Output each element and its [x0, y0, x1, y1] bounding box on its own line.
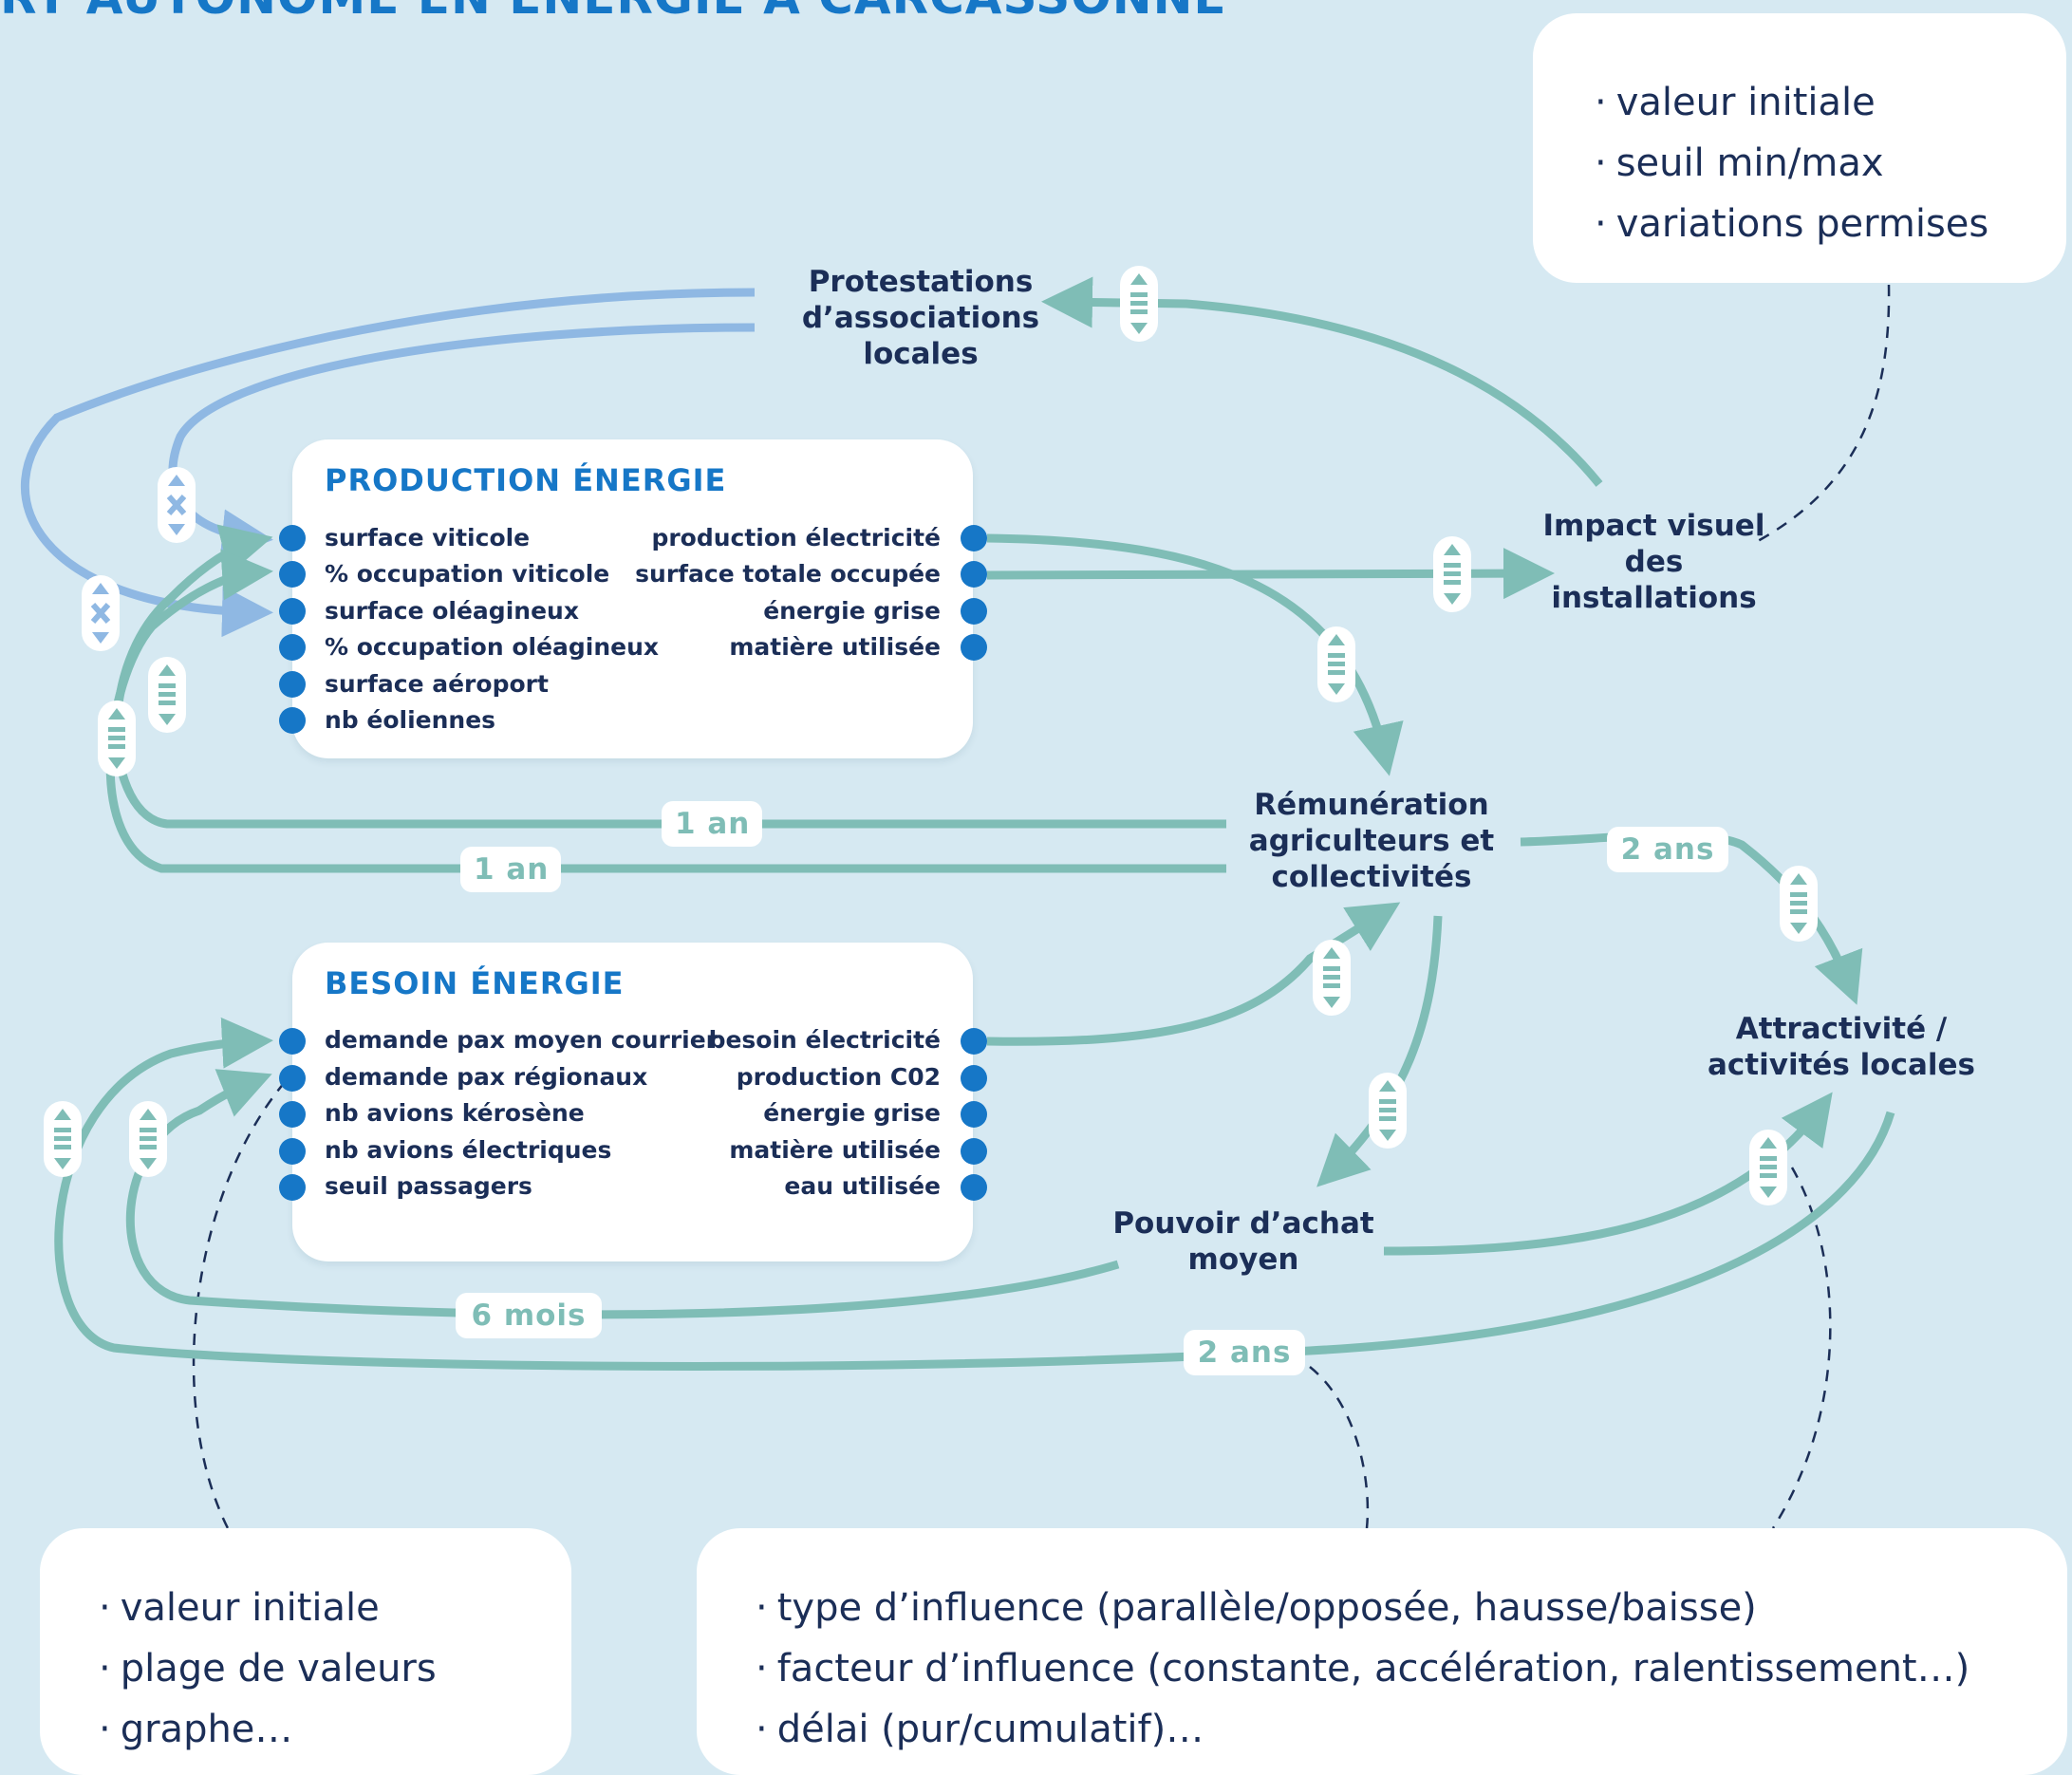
- production-input: nb éoliennes: [325, 706, 496, 734]
- output-port[interactable]: [961, 1065, 987, 1092]
- note-item: valeur initiale: [1595, 72, 2066, 133]
- output-port[interactable]: [961, 634, 987, 661]
- production-output: matière utilisée: [729, 633, 941, 661]
- input-port[interactable]: [279, 1028, 306, 1055]
- input-port[interactable]: [279, 1065, 306, 1092]
- production-output: surface totale occupée: [635, 560, 941, 588]
- influence-parallel-toggle[interactable]: [1317, 626, 1355, 702]
- output-port[interactable]: [961, 1028, 987, 1055]
- equals-arrows-icon: [140, 1109, 157, 1169]
- output-port[interactable]: [961, 561, 987, 588]
- delay-label[interactable]: 1 an: [460, 847, 561, 892]
- delay-label[interactable]: 1 an: [662, 801, 762, 847]
- input-port[interactable]: [279, 634, 306, 661]
- note-item: plage de valeurs: [99, 1638, 571, 1699]
- node-protestations: Protestations d’associations locales: [801, 265, 1040, 371]
- influence-parallel-toggle[interactable]: [148, 657, 186, 733]
- equals-arrows-icon: [1760, 1137, 1777, 1198]
- influence-parallel-toggle[interactable]: [44, 1101, 82, 1177]
- production-input: % occupation oléagineux: [325, 633, 660, 661]
- input-port[interactable]: [279, 525, 306, 551]
- production-input: % occupation viticole: [325, 560, 610, 588]
- production-output: production électricité: [651, 524, 941, 551]
- output-port[interactable]: [961, 1174, 987, 1201]
- page-title: RT AUTONOME EN ÉNERGIE À CARCASSONNE: [0, 0, 1227, 25]
- input-port[interactable]: [279, 707, 306, 734]
- equals-arrows-icon: [108, 708, 125, 769]
- influence-parallel-toggle[interactable]: [1120, 266, 1158, 342]
- production-input: surface aéroport: [325, 670, 549, 698]
- note-item: facteur d’influence (constante, accéléra…: [756, 1638, 2067, 1699]
- delay-label[interactable]: 2 ans: [1607, 827, 1728, 872]
- besoin-output: énergie grise: [763, 1099, 941, 1127]
- note-input-settings: valeur initiale plage de valeurs graphe…: [40, 1528, 571, 1775]
- equals-arrows-icon: [1328, 634, 1345, 695]
- note-variable-settings: valeur initiale seuil min/max variations…: [1533, 13, 2066, 283]
- note-item: seuil min/max: [1595, 133, 2066, 194]
- equals-arrows-icon: [1444, 544, 1461, 605]
- input-port[interactable]: [279, 1101, 306, 1128]
- production-output: énergie grise: [763, 597, 941, 625]
- besoin-input: nb avions kérosène: [325, 1099, 585, 1127]
- node-pouvoir-achat: Pouvoir d’achat moyen: [1112, 1206, 1374, 1277]
- output-port[interactable]: [961, 1138, 987, 1165]
- teal-links: [54, 276, 1895, 1371]
- besoin-energie-card: BESOIN ÉNERGIE demande pax moyen courrie…: [292, 943, 973, 1261]
- influence-parallel-toggle[interactable]: [1433, 536, 1471, 612]
- note-link-settings: type d’influence (parallèle/opposée, hau…: [697, 1528, 2067, 1775]
- output-port[interactable]: [961, 525, 987, 551]
- node-remuneration: Rémunération agriculteurs et collectivit…: [1248, 788, 1495, 894]
- input-port[interactable]: [279, 1174, 306, 1201]
- equals-arrows-icon: [1790, 873, 1807, 934]
- input-port[interactable]: [279, 1138, 306, 1165]
- cross-arrows-icon: [90, 583, 111, 644]
- equals-arrows-icon: [1323, 947, 1340, 1008]
- besoin-output: besoin électricité: [708, 1026, 941, 1054]
- output-port[interactable]: [961, 598, 987, 625]
- note-item: variations permises: [1595, 194, 2066, 254]
- production-card-title: PRODUCTION ÉNERGIE: [325, 462, 727, 498]
- production-input: surface oléagineux: [325, 597, 579, 625]
- node-attractivite: Attractivité / activités locales: [1708, 1012, 1975, 1082]
- equals-arrows-icon: [54, 1109, 71, 1169]
- input-port[interactable]: [279, 561, 306, 588]
- influence-parallel-toggle[interactable]: [1749, 1130, 1787, 1205]
- influence-parallel-toggle[interactable]: [1780, 866, 1818, 942]
- input-port[interactable]: [279, 598, 306, 625]
- delay-label[interactable]: 2 ans: [1184, 1330, 1305, 1375]
- influence-parallel-toggle[interactable]: [1313, 940, 1351, 1016]
- influence-opposed-toggle[interactable]: [158, 467, 196, 543]
- equals-arrows-icon: [159, 664, 176, 725]
- production-energie-card: PRODUCTION ÉNERGIE surface viticole % oc…: [292, 439, 973, 758]
- besoin-output: production C02: [736, 1063, 941, 1091]
- note-item: type d’influence (parallèle/opposée, hau…: [756, 1578, 2067, 1638]
- besoin-input: nb avions électriques: [325, 1136, 612, 1164]
- equals-arrows-icon: [1379, 1080, 1396, 1141]
- node-impact-visuel: Impact visuel des installations: [1542, 509, 1765, 615]
- production-input: surface viticole: [325, 524, 531, 551]
- influence-parallel-toggle[interactable]: [98, 701, 136, 776]
- note-item: valeur initiale: [99, 1578, 571, 1638]
- besoin-card-title: BESOIN ÉNERGIE: [325, 965, 625, 1001]
- cross-arrows-icon: [166, 475, 187, 535]
- note-item: délai (pur/cumulatif)…: [756, 1699, 2067, 1760]
- influence-parallel-toggle[interactable]: [1369, 1073, 1407, 1149]
- output-port[interactable]: [961, 1101, 987, 1128]
- influence-parallel-toggle[interactable]: [129, 1101, 167, 1177]
- besoin-input: demande pax moyen courrier: [325, 1026, 719, 1054]
- note-item: graphe…: [99, 1699, 571, 1760]
- input-port[interactable]: [279, 671, 306, 698]
- besoin-output: matière utilisée: [729, 1136, 941, 1164]
- equals-arrows-icon: [1130, 273, 1148, 334]
- influence-opposed-toggle[interactable]: [82, 575, 120, 651]
- besoin-output: eau utilisée: [784, 1172, 941, 1200]
- besoin-input: seuil passagers: [325, 1172, 532, 1200]
- besoin-input: demande pax régionaux: [325, 1063, 648, 1091]
- delay-label[interactable]: 6 mois: [456, 1293, 602, 1338]
